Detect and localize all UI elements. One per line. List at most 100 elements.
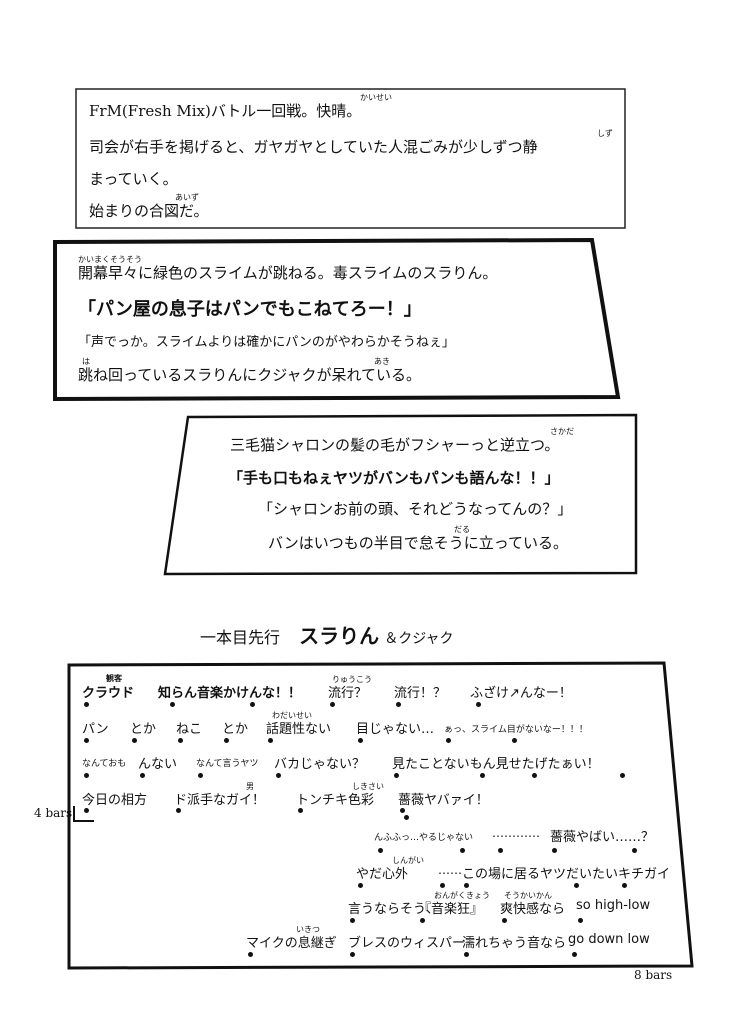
- beat-dot: [552, 848, 557, 853]
- beat-dot: [358, 883, 363, 888]
- beat-dot: [446, 738, 451, 743]
- lyric-r4-b-ruby: 男: [246, 782, 254, 791]
- lyric-r8-d: go down low: [568, 932, 650, 947]
- lyrics-panel: [66, 660, 696, 970]
- lyric-r1-b: 流行？: [328, 686, 368, 701]
- four-bars-label: 4 bars: [34, 806, 73, 820]
- heading-name: スラりん: [299, 624, 380, 648]
- lyric-r2-c: ねこ: [176, 722, 203, 737]
- lyric-r3-b: んない: [138, 757, 178, 772]
- lyric-r2-a: パン: [82, 722, 109, 737]
- beat-dot: [440, 883, 445, 888]
- narration-2-line-4: 跳ね回っているスラりんにクジャクが呆れている。: [78, 366, 422, 384]
- lyric-r2-e-ruby: わだいせい: [272, 711, 312, 720]
- beat-dot: [574, 883, 579, 888]
- beat-dot: [404, 815, 409, 820]
- four-bars-marker: [74, 820, 94, 822]
- narration-2-ruby-1: かいまくそうそう: [78, 255, 142, 264]
- lyric-r2-g: ぁっ、スライム目がないなー！！！: [444, 725, 588, 735]
- lyric-r3-a: なんておも: [82, 759, 127, 769]
- beat-dot: [84, 773, 89, 778]
- beat-dot: [350, 918, 355, 923]
- panel-3-frame: [163, 413, 638, 576]
- narration-2-shout: 「パン屋の息子はパンでもこねてろー！」: [78, 299, 422, 320]
- lyric-r7-c-ruby: そうかいかん: [504, 891, 552, 900]
- lyric-r7-a: 言うならそう、: [348, 902, 440, 917]
- narration-1-ruby-1: かいせい: [360, 93, 392, 102]
- four-bars-tick: [73, 806, 75, 822]
- lyric-r1-c: 流行！？: [394, 686, 447, 701]
- lyric-r2-d: とか: [222, 722, 249, 737]
- beat-dot: [268, 738, 273, 743]
- narration-1-line-1: FrM(Fresh Mix)バトル一回戦。快晴。: [89, 102, 362, 120]
- narration-3-ruby-4: だる: [454, 525, 470, 534]
- beat-dot: [170, 702, 175, 707]
- narration-1-line-4: 始まりの合図だ。: [89, 202, 209, 220]
- lyric-r8-c: 濡れちゃう音なら: [462, 936, 567, 951]
- narration-1-ruby-2: しず: [597, 129, 613, 138]
- beat-dot: [420, 918, 425, 923]
- beat-dot: [276, 773, 281, 778]
- beat-dot: [298, 808, 303, 813]
- beat-dot: [224, 738, 229, 743]
- beat-dot: [176, 808, 181, 813]
- beat-dot: [400, 808, 405, 813]
- lyric-r8-a: マイクの息継ぎ: [246, 936, 337, 951]
- lyric-r1-d: ふざけ↗んなー！: [470, 686, 572, 701]
- lyric-r8-a-ruby: いきつ: [296, 925, 320, 934]
- lyric-r2-f: 目じゃない…: [356, 722, 435, 737]
- lyric-r6-a-ruby: しんがい: [392, 856, 424, 865]
- lyric-r1-b-ruby: りゅうこう: [332, 675, 372, 684]
- lyric-r6-a: やだ心外: [356, 867, 409, 882]
- lyric-r4-c-ruby: しきさい: [352, 782, 384, 791]
- narration-3-ruby-1: さかだ: [550, 427, 574, 436]
- beat-dot: [502, 918, 507, 923]
- beat-dot: [396, 702, 401, 707]
- lyric-r3-d: バカじゃない？: [274, 757, 366, 772]
- beat-dot: [578, 918, 583, 923]
- lyric-r1-a: 知らん音楽かけんな！！: [158, 686, 302, 701]
- lyrics-frame: [67, 661, 694, 970]
- lyric-r7-b-ruby: おんがくきょう: [434, 891, 490, 900]
- narration-2-ruby-4b: あき: [374, 357, 390, 366]
- beat-dot: [132, 738, 137, 743]
- narration-1-line-2: 司会が右手を掲げると、ガヤガヤとしていた人混ごみが少しずつ静: [89, 138, 538, 156]
- lyric-r4-a: 今日の相方: [82, 793, 148, 808]
- lyric-r1-crowd-ruby: 観客: [106, 674, 122, 683]
- panel-1-frame: [75, 88, 626, 229]
- beat-dot: [498, 848, 503, 853]
- beat-dot: [84, 808, 89, 813]
- beat-dot: [358, 738, 363, 743]
- heading-prefix: 一本目先行: [200, 628, 281, 647]
- beat-dot: [464, 883, 469, 888]
- lyric-r5-c: 薔薇やばい……？: [550, 830, 655, 845]
- beat-dot: [248, 952, 253, 957]
- lyric-r3-e: 見たことないもん見せたげたぁい！: [392, 757, 600, 772]
- lyric-r2-b: とか: [130, 722, 157, 737]
- beat-dot: [394, 773, 399, 778]
- narration-3-line-4: バンはいつもの半目で怠そうに立っている。: [268, 534, 569, 552]
- beat-dot: [620, 773, 625, 778]
- beat-dot: [480, 773, 485, 778]
- lyric-r1-crowd: クラウド: [82, 686, 135, 701]
- lyric-r2-e: 話題性ない: [266, 722, 332, 737]
- narration-1-ruby-4: あいず: [175, 193, 199, 202]
- beat-dot: [464, 952, 469, 957]
- lyric-r4-d: 薔薇ヤバァイ！: [398, 793, 489, 808]
- lyric-r6-c: この場に居るヤツだいたいキチガイ: [462, 867, 671, 882]
- lyric-r6-b: ……: [438, 863, 462, 877]
- narration-panel-3: さかだ 三毛猫シャロンの髪の毛がフシャーっと逆立つ。 「手も口もねぇヤツがバンも…: [162, 412, 642, 577]
- narration-panel-2: かいまくそうそう 開幕早々に緑色のスライムが跳ねる。毒スライムのスラりん。 「パ…: [52, 237, 622, 402]
- lyric-r8-b: ブレスのウィスパー: [348, 936, 466, 951]
- narration-2-ruby-4a: は: [82, 357, 90, 366]
- lyric-r7-b: 『音楽狂』: [418, 902, 484, 917]
- narration-1-line-3: まっていく。: [89, 170, 178, 188]
- beat-dot: [140, 773, 145, 778]
- lyric-r4-c: トンチキ色彩: [296, 793, 375, 808]
- beat-dot: [460, 848, 465, 853]
- narration-3-line-3: 「シャロンお前の頭、それどうなってんの？」: [258, 500, 573, 518]
- beat-dot: [198, 773, 203, 778]
- beat-dot: [378, 848, 383, 853]
- narration-panel-1: FrM(Fresh Mix)バトル一回戦。快晴。 かいせい 司会が右手を掲げると…: [75, 88, 627, 230]
- verse-heading: 一本目先行 スラりん ＆クジャク: [200, 620, 454, 649]
